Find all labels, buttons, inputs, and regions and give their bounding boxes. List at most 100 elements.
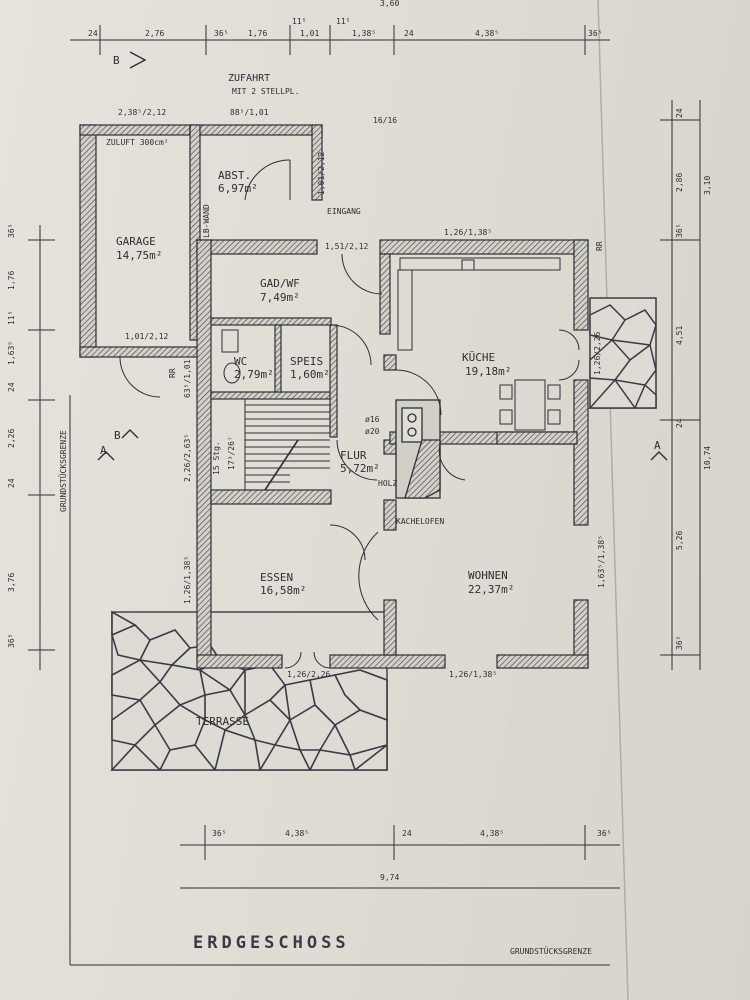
rr-label-right: RR xyxy=(595,241,604,251)
wc-area: 2,79m² xyxy=(234,368,274,381)
kachelofen-label: KACHELOFEN xyxy=(396,517,445,526)
grenze-bottom-label: GRUNDSTÜCKSGRENZE xyxy=(510,947,592,956)
right-dim-5: 24 xyxy=(675,418,684,428)
top-dim-3: 36⁵ xyxy=(214,29,229,38)
garage-area: 14,75m² xyxy=(116,249,163,262)
flur-area: 5,72m² xyxy=(340,462,380,475)
chimney-20-label: ø20 xyxy=(365,427,380,436)
sheet-edge-line xyxy=(597,0,629,1000)
stairs-ratio: 17³/26⁷ xyxy=(227,436,236,470)
vent-label: 16/16 xyxy=(373,116,398,125)
abst-name: ABST. xyxy=(218,169,252,182)
abst-area: 6,97m² xyxy=(218,182,258,195)
wohnen-window-bottom-dim: 1,26/1,38⁵ xyxy=(449,670,498,679)
garage-name: GARAGE xyxy=(116,235,156,248)
door-swings xyxy=(119,159,580,669)
wohnen-name: WOHNEN xyxy=(468,569,508,582)
right-dim-4: 4,51 xyxy=(675,325,684,345)
abst-door-dim: 1,01/2,12 xyxy=(317,151,326,195)
side-paving xyxy=(588,297,657,409)
left-dim-3: 11⁵ xyxy=(7,310,16,325)
essen-window-dim: 1,26/1,38⁵ xyxy=(183,555,192,604)
bottom-dim-5: 36⁵ xyxy=(597,829,612,838)
essen-name: ESSEN xyxy=(260,571,294,584)
wc-window-dim: 63⁵/1,01 xyxy=(183,359,192,398)
kueche-door-dim: 1,26/2,26 xyxy=(593,331,602,375)
left-dim-1: 36⁵ xyxy=(7,223,16,238)
abst-window-dim: 88⁵/1,01 xyxy=(230,108,269,117)
lb-wand-label: LB-WAND xyxy=(202,204,211,238)
right-dim-7: 36⁵ xyxy=(675,635,684,650)
right-dim-1: 24 xyxy=(675,108,684,118)
top-dim-1: 24 xyxy=(88,29,98,38)
gad-area: 7,49m² xyxy=(260,291,300,304)
right-dim-6: 5,26 xyxy=(675,530,684,550)
entry-door-dim: 1,51/2,12 xyxy=(325,242,369,251)
wc-name: WC xyxy=(234,355,248,368)
bottom-dim-4: 4,38⁵ xyxy=(480,829,505,838)
dimension-lines xyxy=(28,25,701,966)
left-dim-9: 36⁵ xyxy=(7,633,16,648)
zuluft-label: ZULUFT 300cm² xyxy=(106,138,169,147)
essen-area: 16,58m² xyxy=(260,584,307,597)
bottom-total-dim: 9,74 xyxy=(380,873,400,882)
top-dim-8: 1,38⁵ xyxy=(352,29,377,38)
rr-label-left: RR xyxy=(168,368,177,378)
top-dim-2: 2,76 xyxy=(145,29,165,38)
left-dim-2: 1,76 xyxy=(7,270,16,290)
holz-label: HOLZ xyxy=(378,479,398,488)
bottom-dim-3: 24 xyxy=(402,829,412,838)
right-outer-dim-2: 10,74 xyxy=(703,445,712,470)
stellplatz-label: MIT 2 STELLPL. xyxy=(232,87,300,96)
zufahrt-label: ZUFAHRT xyxy=(228,73,271,84)
left-dim-5: 24 xyxy=(7,382,16,392)
section-a-right: A xyxy=(654,439,661,452)
kueche-area: 19,18m² xyxy=(465,365,512,378)
section-b-left: B xyxy=(114,429,121,442)
terrace-door-dim: 1,26/2,26 xyxy=(287,670,331,679)
stairs-count: 15 Stg. xyxy=(212,441,221,475)
right-dim-3: 36⁵ xyxy=(675,223,684,238)
section-b-top: B xyxy=(113,54,120,67)
right-outer-dim-1: 3,10 xyxy=(703,175,712,195)
wohnen-area: 22,37m² xyxy=(468,583,515,596)
left-dim-8: 3,76 xyxy=(7,572,16,592)
kachelofen xyxy=(395,399,441,499)
left-dim-4: 1,63⁵ xyxy=(7,340,16,365)
kitchen-furniture xyxy=(397,257,561,431)
top-dim-7: 11⁵ xyxy=(336,17,351,26)
section-a-left: A xyxy=(100,444,107,457)
eingang-label: EINGANG xyxy=(327,207,361,216)
terrace-paving xyxy=(110,610,388,771)
speis-area: 1,60m² xyxy=(290,368,330,381)
terrasse-label: TERRASSE xyxy=(196,715,249,728)
section-markers xyxy=(97,51,668,461)
wohnen-window-right-dim: 1,63⁵/1,38⁵ xyxy=(597,535,606,588)
garage-door-dim: 1,01/2,12 xyxy=(125,332,169,341)
top-dim-5: 11⁵ xyxy=(292,17,307,26)
garage-window-dim: 2,38⁵/2,12 xyxy=(118,108,167,117)
right-dim-2: 2,86 xyxy=(675,172,684,192)
walls xyxy=(79,124,589,669)
staircase xyxy=(244,399,330,491)
kueche-window-dim: 1,26/1,38⁵ xyxy=(444,228,493,237)
top-dim-4: 1,76 xyxy=(248,29,268,38)
wc-fixtures xyxy=(221,329,241,384)
top-dim-6: 1,01 xyxy=(300,29,320,38)
drawing-title: ERDGESCHOSS xyxy=(193,933,350,953)
stair-window-dim: 2,26/2,63⁵ xyxy=(183,433,192,482)
flur-name: FLUR xyxy=(340,449,367,462)
left-dim-7: 24 xyxy=(7,478,16,488)
bottom-dim-2: 4,38⁵ xyxy=(285,829,310,838)
chimney-16-label: ø16 xyxy=(365,415,380,424)
top-partial-dim: 3,60 xyxy=(380,0,400,8)
gad-name: GAD/WF xyxy=(260,277,300,290)
kueche-name: KÜCHE xyxy=(462,351,496,364)
grenze-left-label: GRUNDSTÜCKSGRENZE xyxy=(59,430,68,512)
top-dim-10: 4,38⁵ xyxy=(475,29,500,38)
top-dim-9: 24 xyxy=(404,29,414,38)
speis-name: SPEIS xyxy=(290,355,324,368)
bottom-dim-1: 36⁵ xyxy=(212,829,227,838)
